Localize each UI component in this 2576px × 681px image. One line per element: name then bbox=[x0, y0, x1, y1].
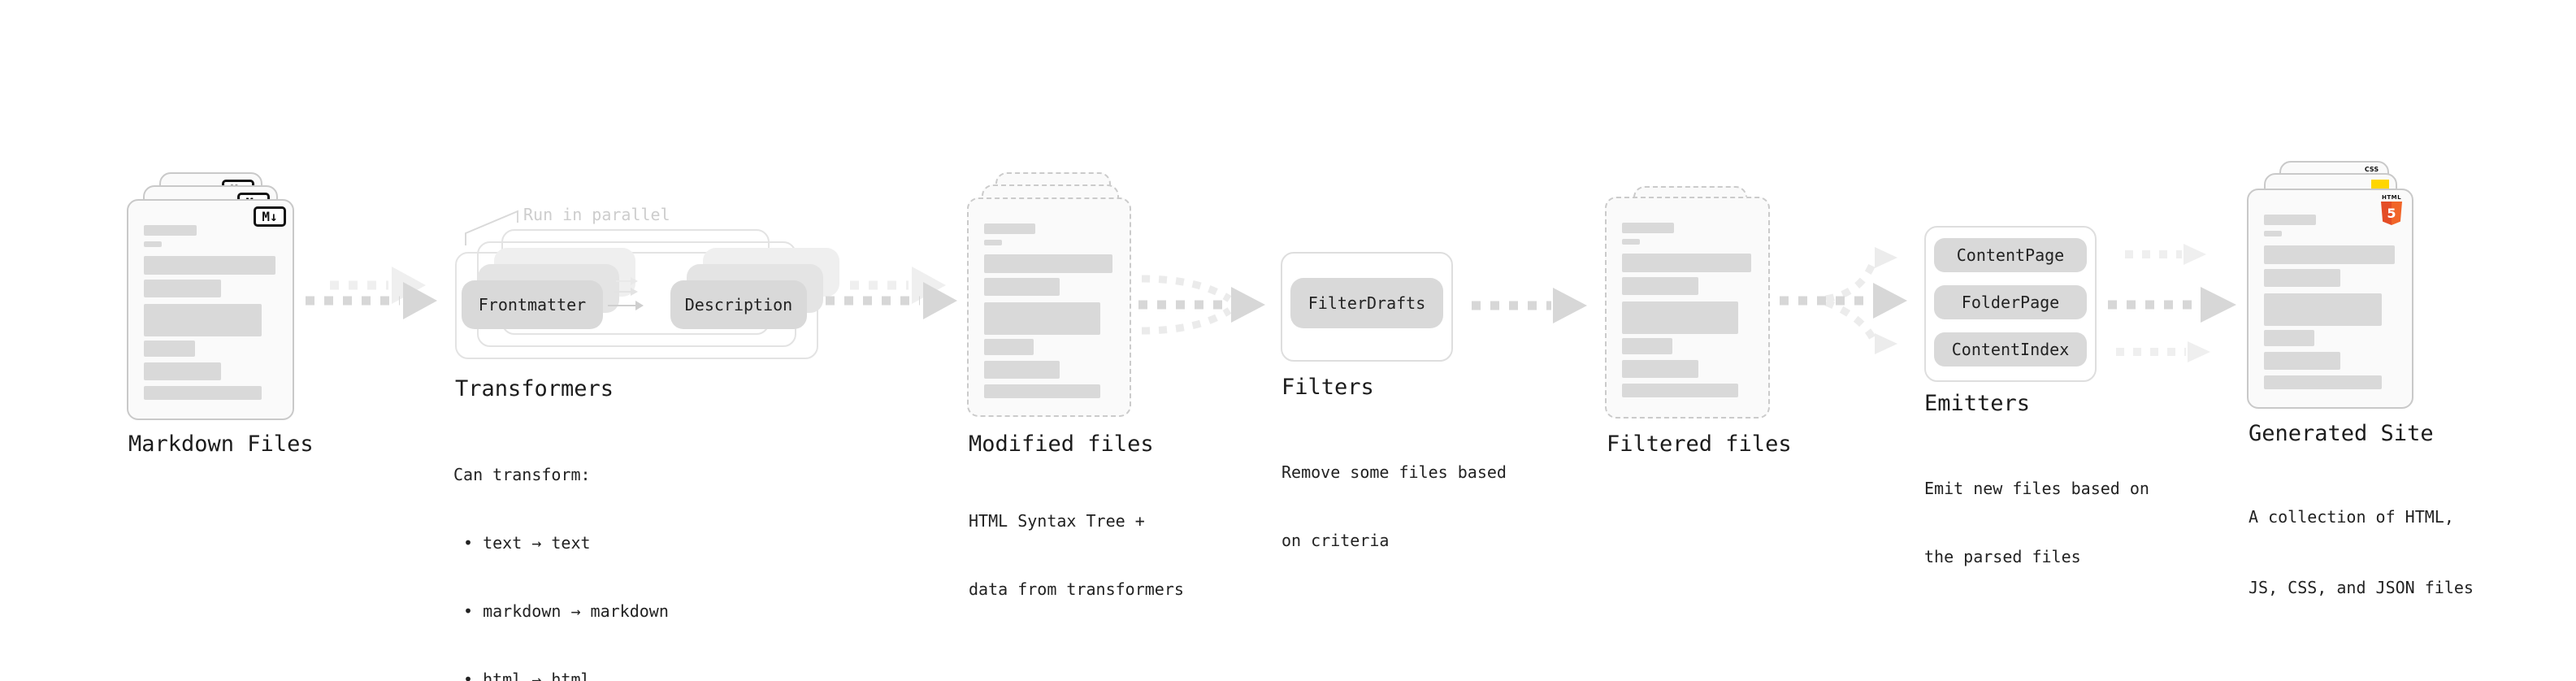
subtitle-line: data from transformers bbox=[969, 579, 1184, 599]
js-icon bbox=[2371, 180, 2389, 190]
placeholder-text-bar bbox=[1622, 301, 1739, 334]
markdown-icon: M↓ bbox=[254, 206, 286, 227]
placeholder-text-bar bbox=[984, 254, 1113, 273]
subtitle-line: JS, CSS, and JSON files bbox=[2249, 578, 2474, 597]
subtitle-line: Remove some files based bbox=[1281, 462, 1507, 482]
placeholder-text-bar bbox=[984, 384, 1100, 398]
html5-icon-label: HTML bbox=[2381, 194, 2402, 201]
placeholder-text-bar bbox=[984, 339, 1034, 355]
converge-arrow-icon bbox=[1138, 275, 1265, 335]
arrow-right-icon bbox=[826, 267, 957, 319]
placeholder-text-bar bbox=[144, 340, 195, 357]
placeholder-text-bar bbox=[144, 304, 262, 336]
placeholder-text-bar bbox=[144, 386, 262, 400]
placeholder-text-bar bbox=[144, 256, 275, 275]
html5-icon-shield: 5 bbox=[2381, 202, 2402, 225]
generated-file-card-front: HTML 5 bbox=[2247, 189, 2413, 409]
modified-files-title: Modified files bbox=[969, 432, 1154, 457]
emitters-title: Emitters bbox=[1924, 391, 2031, 416]
placeholder-text-bar bbox=[144, 225, 197, 236]
transform-bullet: • text → text bbox=[463, 533, 591, 553]
html5-icon: HTML 5 bbox=[2381, 194, 2402, 225]
markdown-file-card-front: M↓ bbox=[127, 199, 294, 420]
can-transform-heading: Can transform: bbox=[453, 465, 591, 484]
fanout-arrow-icon bbox=[1780, 247, 1907, 354]
transform-bullet: • html → html bbox=[463, 670, 591, 681]
run-in-parallel-label: Run in parallel bbox=[523, 205, 670, 224]
placeholder-text-bar bbox=[984, 240, 1002, 245]
emitter-pill-contentpage: ContentPage bbox=[1934, 238, 2087, 272]
placeholder-text-bar bbox=[2264, 375, 2382, 389]
placeholder-text-bar bbox=[1622, 360, 1698, 378]
emitter-pill-contentindex: ContentIndex bbox=[1934, 332, 2087, 367]
emitter-pill-folderpage: FolderPage bbox=[1934, 285, 2087, 319]
filter-pill-filterdrafts: FilterDrafts bbox=[1290, 278, 1443, 328]
triple-arrow-icon bbox=[2108, 244, 2236, 362]
placeholder-text-bar bbox=[984, 302, 1100, 335]
emitters-subtitle: Emit new files based on the parsed files bbox=[1924, 432, 2149, 614]
placeholder-text-bar bbox=[2264, 352, 2341, 370]
transformer-pill-frontmatter: Frontmatter bbox=[462, 280, 603, 329]
placeholder-text-bar bbox=[2264, 269, 2341, 287]
placeholder-text-bar bbox=[984, 278, 1060, 296]
arrow-right-icon bbox=[1472, 288, 1587, 323]
placeholder-text-bar bbox=[144, 280, 221, 297]
filtered-file-card-front bbox=[1605, 197, 1770, 419]
modified-file-card-front bbox=[967, 197, 1131, 417]
placeholder-text-bar bbox=[1622, 277, 1698, 295]
filtered-files-title: Filtered files bbox=[1607, 432, 1792, 457]
transformers-description: Can transform: • text → text • markdown … bbox=[453, 418, 669, 681]
filters-title: Filters bbox=[1281, 375, 1374, 400]
arrow-right-icon bbox=[306, 267, 437, 319]
placeholder-text-bar bbox=[1622, 223, 1674, 233]
run-in-parallel-leader-line bbox=[465, 210, 518, 245]
placeholder-text-bar bbox=[144, 362, 221, 380]
transformer-pill-description: Description bbox=[670, 280, 807, 329]
subtitle-line: A collection of HTML, bbox=[2249, 507, 2454, 527]
subtitle-line: Emit new files based on bbox=[1924, 479, 2149, 498]
markdown-files-title: Markdown Files bbox=[128, 432, 314, 457]
subtitle-line: HTML Syntax Tree + bbox=[969, 511, 1145, 531]
subtitle-line: on criteria bbox=[1281, 531, 1390, 550]
placeholder-text-bar bbox=[984, 223, 1036, 234]
placeholder-text-bar bbox=[1622, 384, 1739, 397]
placeholder-text-bar bbox=[2264, 245, 2395, 264]
placeholder-text-bar bbox=[2264, 293, 2382, 326]
generated-site-title: Generated Site bbox=[2249, 421, 2434, 446]
placeholder-text-bar bbox=[984, 361, 1060, 379]
parallel-arrows-icon bbox=[608, 277, 644, 310]
placeholder-text-bar bbox=[2264, 231, 2283, 236]
filters-subtitle: Remove some files based on criteria bbox=[1281, 415, 1507, 597]
subtitle-line: the parsed files bbox=[1924, 547, 2081, 566]
placeholder-text-bar bbox=[144, 241, 163, 247]
placeholder-text-bar bbox=[2264, 215, 2317, 225]
placeholder-text-bar bbox=[1622, 338, 1672, 354]
css-icon-label: CSS bbox=[2364, 166, 2379, 173]
placeholder-text-bar bbox=[1622, 254, 1752, 272]
placeholder-text-bar bbox=[2264, 330, 2315, 346]
modified-files-subtitle: HTML Syntax Tree + data from transformer… bbox=[969, 464, 1184, 646]
placeholder-text-bar bbox=[1622, 239, 1640, 245]
generated-site-subtitle: A collection of HTML, JS, CSS, and JSON … bbox=[2249, 458, 2474, 647]
transformers-title: Transformers bbox=[455, 376, 614, 401]
transform-bullet: • markdown → markdown bbox=[463, 601, 669, 621]
